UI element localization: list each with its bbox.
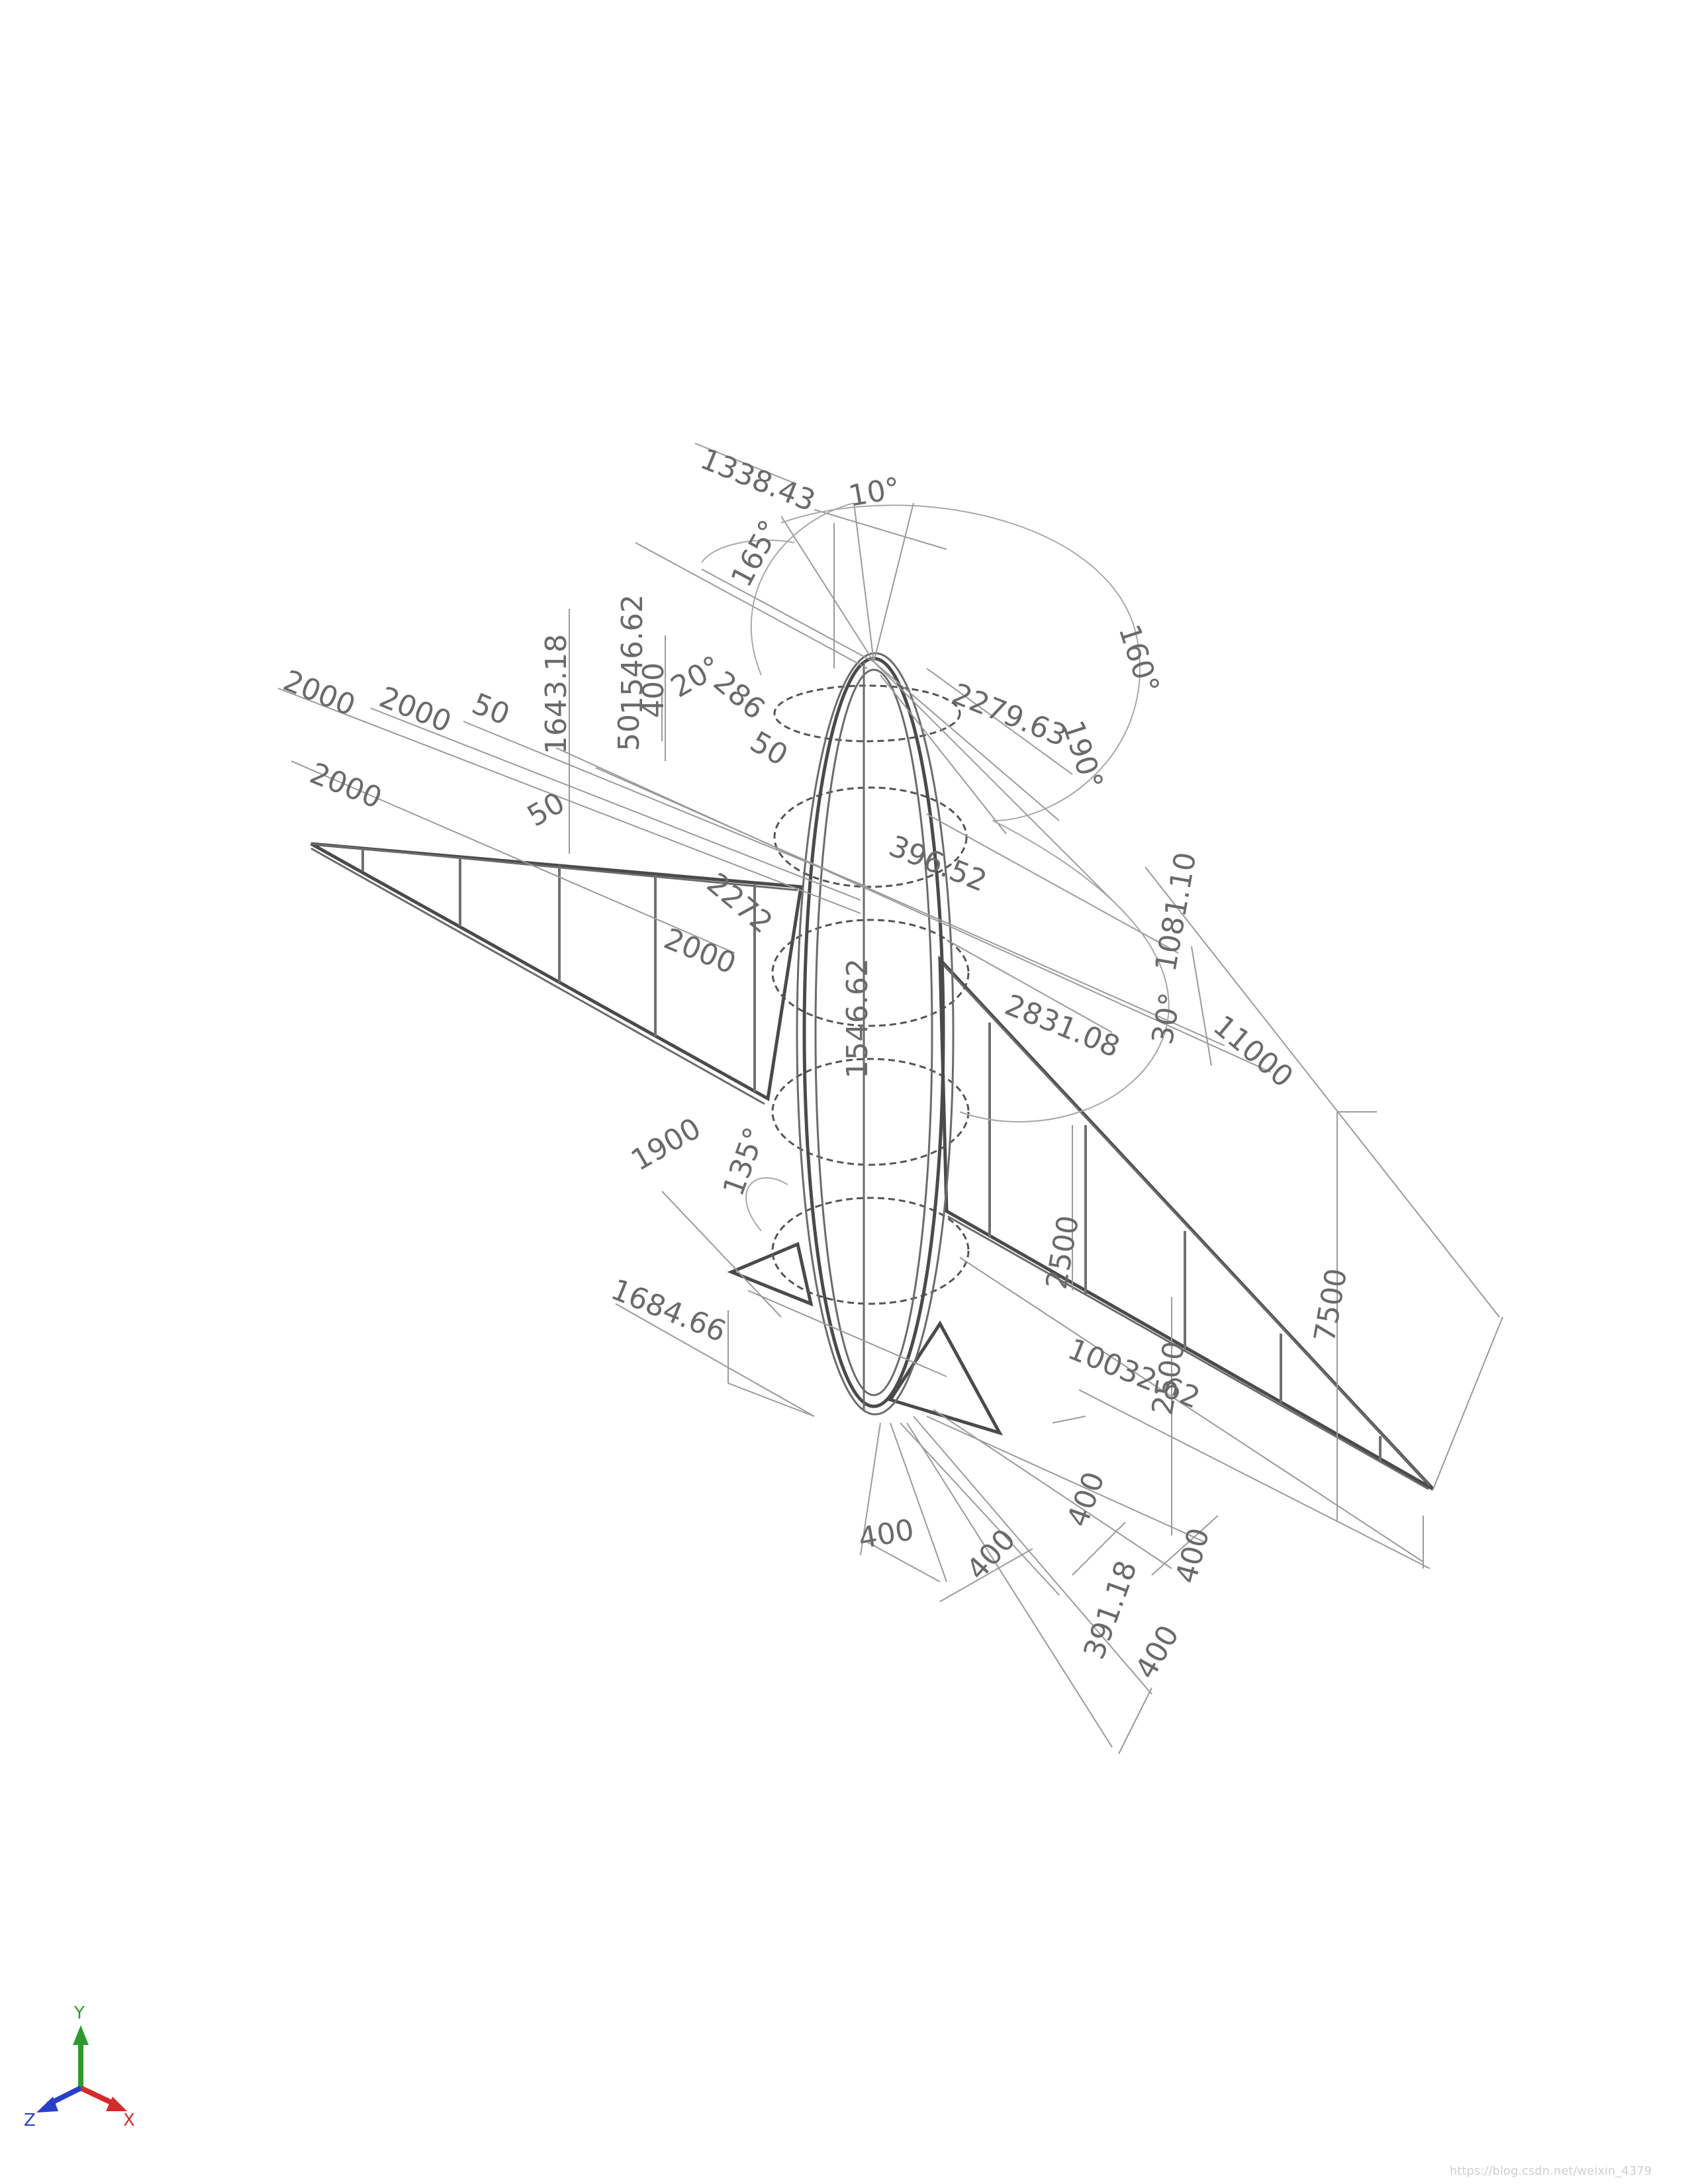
watermark: https://blog.csdn.net/weixin_4379 bbox=[1450, 2164, 1652, 2178]
z-axis-arrowhead bbox=[36, 2097, 58, 2113]
x-axis-arrowhead bbox=[106, 2097, 127, 2111]
dim-1338: 1338.43 bbox=[696, 442, 820, 518]
x-axis-label: X bbox=[123, 2111, 135, 2130]
dim-1900: 1900 bbox=[626, 1111, 706, 1177]
dimension-lines bbox=[277, 443, 1503, 1754]
dim-2500-a: 2500 bbox=[1040, 1213, 1086, 1292]
dim-1643: 1643.18 bbox=[539, 634, 573, 754]
y-axis-arrowhead bbox=[73, 2025, 89, 2045]
left-wing-truss bbox=[310, 842, 803, 1105]
angle-arcs bbox=[701, 502, 1170, 1232]
dim-30deg: 30° bbox=[1146, 990, 1188, 1047]
dim-400-e: 400 bbox=[1129, 1619, 1186, 1684]
z-axis-label: Z bbox=[24, 2111, 36, 2130]
dim-2000-d: 2000 bbox=[659, 922, 741, 981]
dim-1684: 1684.66 bbox=[606, 1273, 731, 1349]
dim-400-top: 400 bbox=[637, 662, 671, 718]
axis-triad: Y X Z bbox=[24, 2003, 135, 2130]
dim-135deg: 135° bbox=[716, 1123, 772, 1201]
dim-165deg: 165° bbox=[725, 515, 788, 593]
dim-1081: 1081.10 bbox=[1149, 850, 1203, 974]
dim-10deg: 10° bbox=[846, 471, 903, 514]
dim-2000-c: 2000 bbox=[305, 756, 387, 815]
x-axis-arrow bbox=[79, 2085, 117, 2107]
dim-400-a: 400 bbox=[856, 1513, 917, 1556]
fuselage-shell bbox=[796, 652, 955, 1416]
dim-1546-mid: 1546.62 bbox=[841, 958, 874, 1079]
dim-160deg: 160° bbox=[1112, 621, 1166, 698]
dim-50-c: 50 bbox=[612, 714, 646, 751]
fuselage-frames bbox=[771, 684, 970, 1305]
dim-2831: 2831.08 bbox=[1000, 988, 1125, 1064]
dim-7500: 7500 bbox=[1308, 1266, 1354, 1345]
dim-391: 391.18 bbox=[1077, 1557, 1144, 1664]
dim-2279: 2279.63 bbox=[947, 677, 1072, 753]
y-axis-label: Y bbox=[73, 2003, 85, 2023]
dim-400-d: 400 bbox=[1169, 1525, 1216, 1587]
dim-2000-a: 2000 bbox=[279, 664, 360, 723]
dim-50-b: 50 bbox=[522, 786, 571, 833]
dim-1546-top: 1546.62 bbox=[616, 594, 649, 715]
dim-400-c: 400 bbox=[1060, 1467, 1111, 1531]
dim-50-d: 50 bbox=[745, 725, 794, 772]
dim-11000: 11000 bbox=[1207, 1009, 1299, 1094]
